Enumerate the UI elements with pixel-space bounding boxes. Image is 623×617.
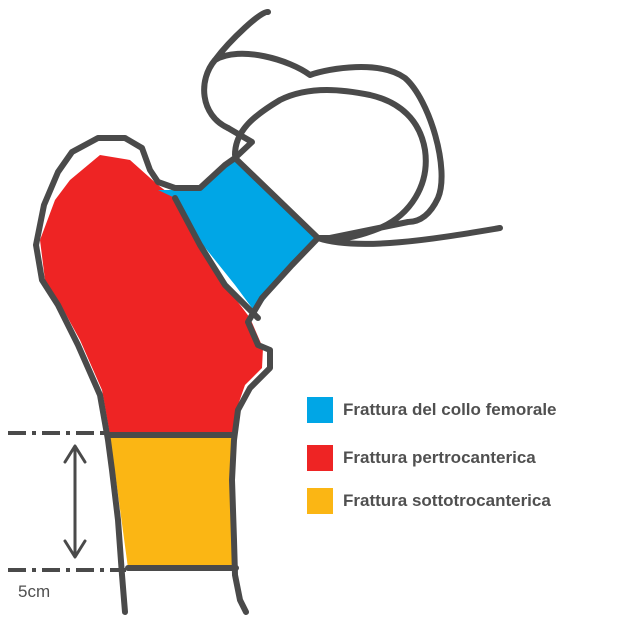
legend-swatch-subtrochanteric [307, 488, 333, 514]
region-subtrochanteric [110, 435, 236, 568]
legend-label-subtrochanteric: Frattura sottotrocanterica [343, 491, 551, 511]
legend-label-pertrochanteric: Frattura pertrocanterica [343, 448, 536, 468]
measurement-arrow [65, 446, 85, 557]
legend-item-pertrochanteric: Frattura pertrocanterica [307, 445, 536, 471]
scale-label: 5cm [18, 582, 50, 602]
legend-swatch-pertrochanteric [307, 445, 333, 471]
legend-item-subtrochanteric: Frattura sottotrocanterica [307, 488, 551, 514]
legend-label-femoral-neck: Frattura del collo femorale [343, 400, 557, 420]
legend-item-femoral-neck: Frattura del collo femorale [307, 397, 557, 423]
legend-swatch-femoral-neck [307, 397, 333, 423]
